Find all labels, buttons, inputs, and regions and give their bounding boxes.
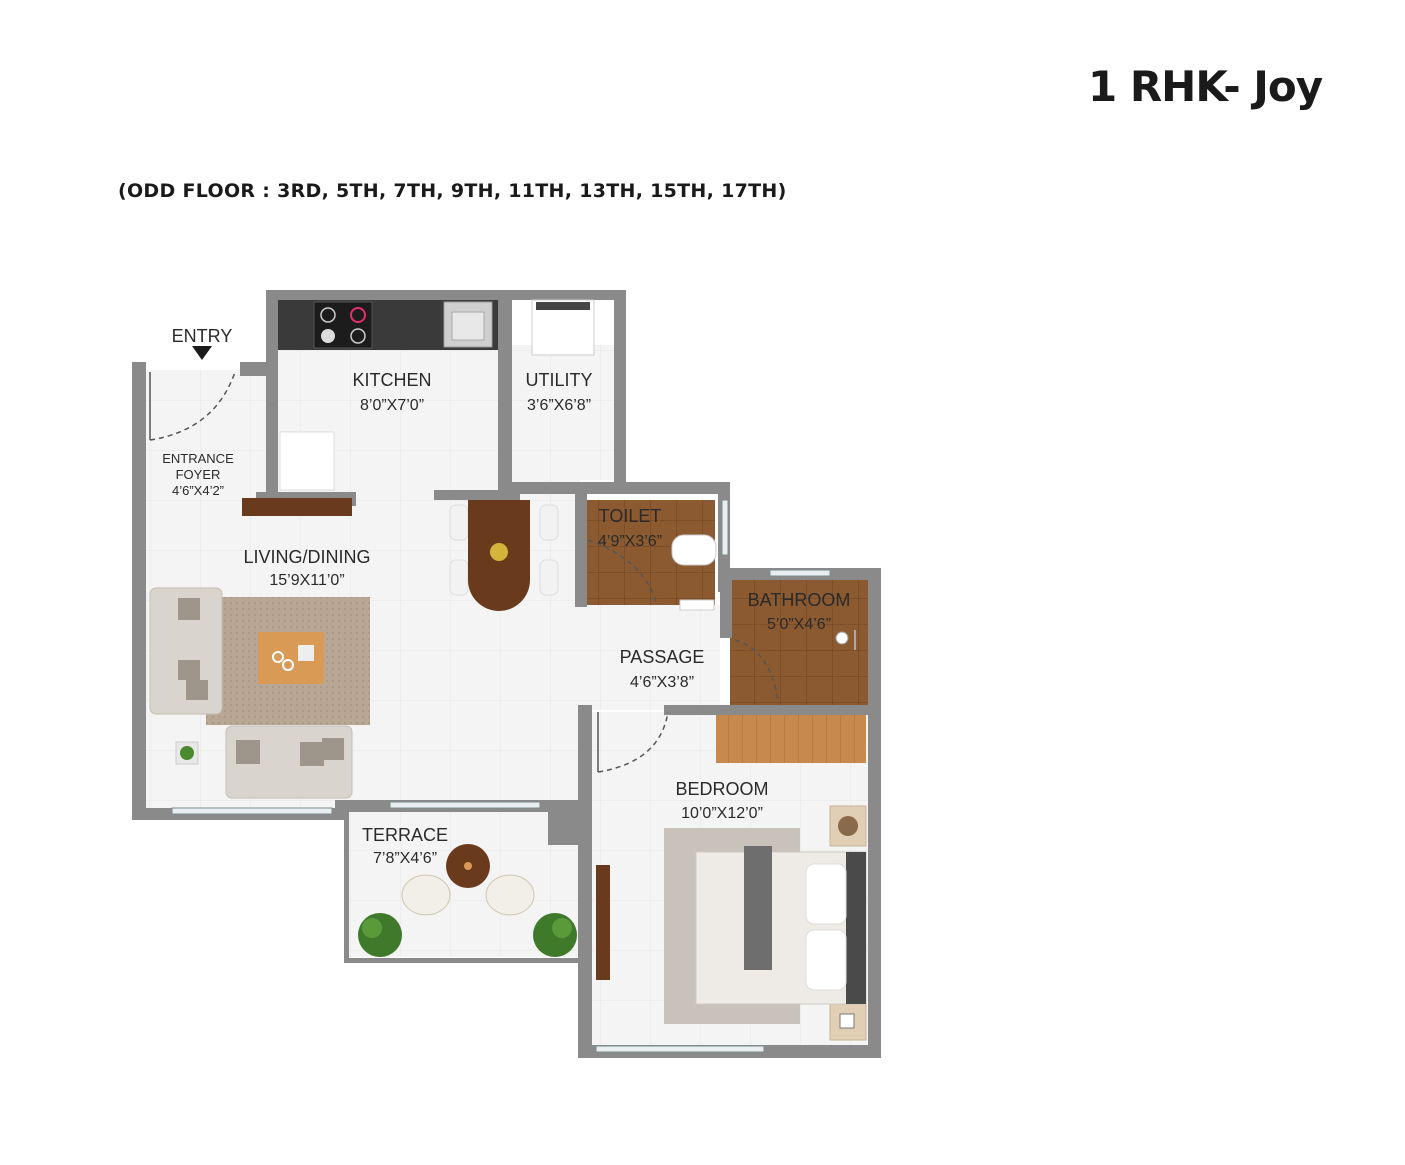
bathroom-size: 5’0”X4’6” — [767, 616, 831, 633]
utility-name: UTILITY — [525, 370, 592, 390]
bathroom-floor — [730, 578, 870, 708]
window-living — [171, 807, 333, 815]
bedroom-size: 10’0”X12’0” — [681, 805, 763, 822]
living-name: LIVING/DINING — [243, 547, 370, 567]
wall-terrace-left — [344, 812, 349, 962]
bedroom-door-swing — [597, 711, 669, 773]
bathroom-name: BATHROOM — [748, 590, 851, 610]
utility-size: 3’6”X6’8” — [527, 397, 591, 414]
window-terrace — [389, 801, 541, 809]
foyer-name-line1: ENTRANCE — [162, 451, 234, 466]
kitchen-name: KITCHEN — [352, 370, 431, 390]
passage-name: PASSAGE — [620, 647, 705, 667]
toilet-door-swing — [587, 539, 658, 606]
terrace-chair-right-icon — [485, 874, 535, 916]
entry-arrow-icon — [192, 346, 212, 360]
wall-bedroom-left — [578, 705, 592, 1058]
windows — [171, 499, 831, 1053]
wall-kitchen-top — [266, 290, 626, 300]
wall-left — [132, 362, 146, 820]
room-labels: KITCHEN 8’0”X7’0” UTILITY 3’6”X6’8” ENTR… — [162, 370, 850, 867]
window-bedroom — [595, 1045, 765, 1053]
utility-floor — [510, 345, 620, 480]
fridge-icon — [279, 431, 335, 491]
wall-bedroom-top — [664, 705, 874, 715]
passage-size: 4’6”X3’8” — [630, 674, 694, 691]
floor-subtitle: (ODD FLOOR : 3RD, 5TH, 7TH, 9TH, 11TH, 1… — [118, 180, 787, 202]
terrace-size: 7’8”X4’6” — [373, 850, 437, 867]
wall-toilet-top — [510, 482, 730, 494]
coffee-table-icon — [258, 632, 324, 684]
living-furniture — [149, 587, 370, 799]
tv-bedroom-icon — [596, 865, 610, 980]
foyer-name-line2: FOYER — [176, 467, 221, 482]
wall-terrace-bottom — [344, 958, 580, 963]
toilet-basin-icon — [679, 599, 715, 611]
passage-floor — [580, 605, 720, 710]
window-bathroom — [769, 569, 831, 577]
wall-kitchen-utility — [498, 300, 512, 500]
plan-title: 1 RHK- Joy — [1088, 62, 1323, 111]
entry-door-swing — [149, 371, 236, 441]
terrace-name: TERRACE — [362, 825, 448, 845]
wall-bedroom-right — [868, 568, 881, 1058]
terrace-chair-left-icon — [401, 874, 451, 916]
doors — [149, 371, 779, 773]
tv-unit-icon — [242, 498, 352, 516]
wardrobe-icon — [716, 715, 866, 763]
wall-bathroom-left — [720, 568, 732, 638]
wc-icon — [671, 534, 717, 566]
bedroom-furniture — [596, 715, 867, 1041]
terrace-plant-left-icon — [358, 913, 402, 957]
shower-icon — [835, 631, 849, 645]
window-toilet — [721, 499, 729, 556]
washing-machine-icon — [531, 299, 595, 356]
entry-label: ENTRY — [172, 326, 233, 346]
bedroom-name: BEDROOM — [675, 779, 768, 799]
toilet-name: TOILET — [599, 506, 662, 526]
toilet-size: 4’9”X3’6” — [598, 533, 662, 550]
kitchen-counter — [242, 300, 498, 516]
living-size: 15’9X11’0” — [269, 572, 344, 589]
wall-entry-left — [132, 362, 146, 370]
kitchen-size: 8’0”X7’0” — [360, 397, 424, 414]
terrace-furniture — [358, 844, 577, 957]
wall-utility-right — [614, 290, 626, 490]
foyer-size: 4’6”X4’2” — [172, 483, 224, 498]
wall-kitchen-left — [266, 290, 278, 495]
bath-fixtures — [671, 534, 856, 650]
dining-table-icon — [449, 500, 559, 611]
wall-terrace-pillar — [548, 800, 580, 845]
wall-kitchen-bottom — [434, 490, 520, 500]
wall-toilet-left — [575, 482, 587, 607]
